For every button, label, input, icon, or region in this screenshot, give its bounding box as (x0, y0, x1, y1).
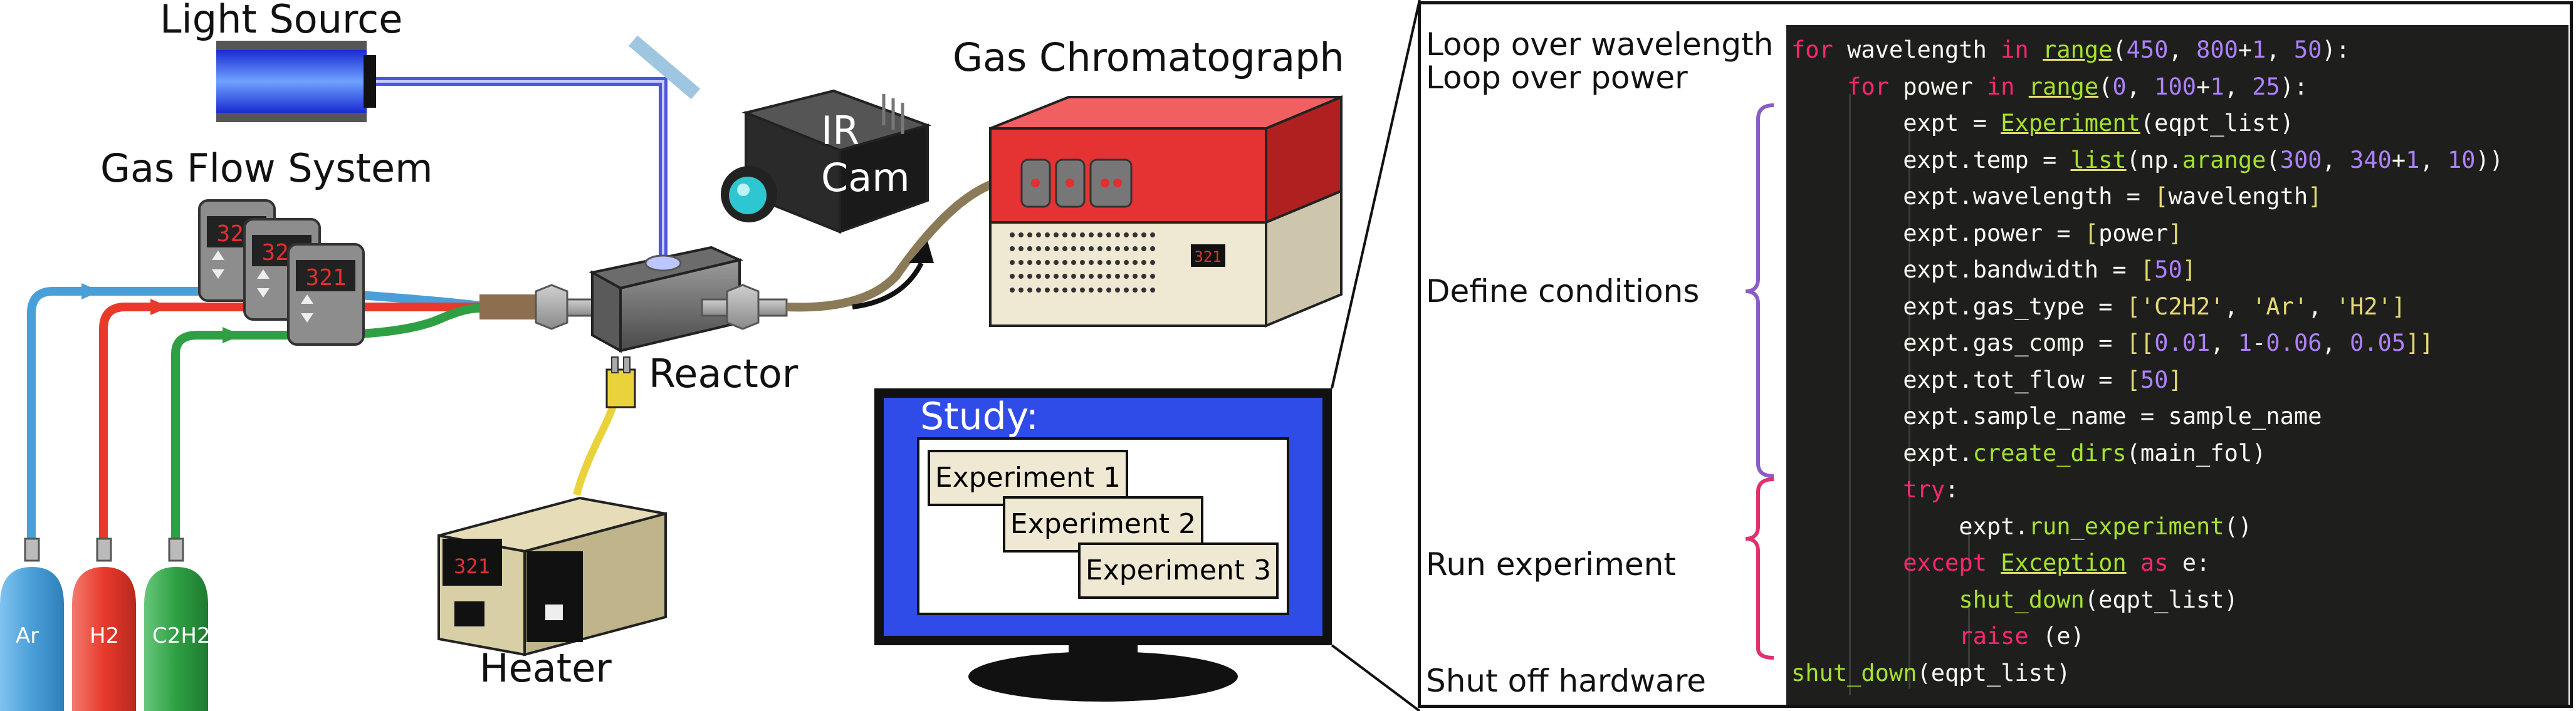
code-zoom-frame (1418, 1, 2573, 708)
code-line: for wavelength in range(450, 800+1, 50): (1791, 36, 2350, 63)
code-line: expt.wavelength = [wavelength] (1791, 183, 2322, 210)
light-source-lamp (216, 41, 376, 122)
experiment-label-2: Experiment 2 (1010, 508, 1196, 540)
code-line: expt.gas_comp = [[0.01, 1-0.06, 0.05]] (1791, 330, 2434, 356)
section-define-conditions: Define conditions (1426, 273, 1700, 309)
code-line: expt.temp = list(np.arange(300, 340+1, 1… (1791, 146, 2504, 174)
study-title: Study: (920, 395, 1039, 439)
section-loop-power: Loop over power (1426, 60, 1688, 96)
code-line: try: (1903, 476, 1959, 503)
gas-chromatograph: 321 (989, 95, 1343, 328)
light-source-label: Light Source (160, 0, 403, 42)
experiment-label-1: Experiment 1 (935, 462, 1121, 494)
heater-readout: 321 (454, 554, 490, 578)
experiment-card-3[interactable]: Experiment 3 (1078, 542, 1279, 599)
heater: 321 (437, 356, 667, 657)
reactor (479, 246, 788, 353)
reactor-label: Reactor (649, 351, 798, 397)
gas-chromatograph-label: Gas Chromatograph (953, 34, 1344, 80)
ir-camera: IR Cam (721, 89, 932, 234)
section-run-experiment: Run experiment (1426, 546, 1676, 583)
zoom-lines (1331, 0, 1421, 711)
gas-cylinders (0, 537, 208, 711)
gas-flow-system-label: Gas Flow System (100, 145, 433, 191)
section-loop-wavelength: Loop over wavelength (1426, 26, 1774, 63)
section-braces (1745, 103, 1774, 660)
code-line: expt.create_dirs(main_fol) (1791, 439, 2266, 467)
ir-cam-label-1: IR (821, 108, 859, 153)
heater-label: Heater (479, 645, 612, 691)
cylinder-label-ar: Ar (16, 623, 39, 648)
code-line: expt.gas_type = ['C2H2', 'Ar', 'H2'] (1791, 293, 2406, 320)
code-editor-panel (1786, 25, 2568, 705)
code-line: expt.sample_name = sample_name (1791, 403, 2322, 430)
code-line: expt = Experiment(eqpt_list) (1791, 110, 2294, 137)
flow-arrow (852, 241, 934, 309)
ir-cam-label-2: Cam (821, 155, 910, 200)
gas-lines (27, 287, 480, 539)
code-line: expt.tot_flow = [50] (1791, 366, 2182, 393)
code-line: shut_down(eqpt_list) (1959, 586, 2238, 613)
code-line: raise (e) (1959, 623, 2085, 650)
section-shut-off-hardware: Shut off hardware (1426, 663, 1707, 699)
experiment-label-3: Experiment 3 (1085, 554, 1272, 586)
code-line: for power in range(0, 100+1, 25): (1847, 73, 2308, 100)
cylinder-label-h2: H2 (90, 623, 120, 648)
mfc-readout: 321 (305, 265, 346, 291)
gc-readout: 321 (1194, 248, 1221, 266)
cylinder-label-c2h2: C2H2 (152, 623, 211, 648)
mass-flow-controllers: 321 321 321 (198, 199, 365, 346)
code-line: expt.power = [power] (1791, 219, 2182, 247)
code-line: expt.bandwidth = [50] (1791, 256, 2197, 283)
code-line: expt.run_experiment() (1791, 512, 2253, 540)
code-line: shut_down(eqpt_list) (1791, 659, 2071, 687)
light-beam (376, 35, 701, 257)
code-line: except Exception as e: (1903, 549, 2211, 576)
gas-arrows (81, 283, 241, 343)
